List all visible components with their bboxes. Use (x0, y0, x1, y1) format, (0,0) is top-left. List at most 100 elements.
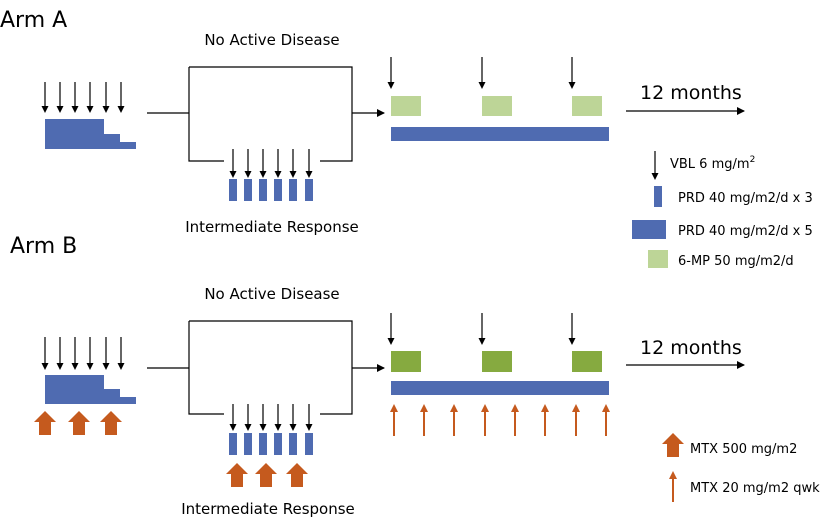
vbl-arrow-icon (229, 149, 237, 178)
mtx500-arrow-icon (34, 411, 56, 435)
arm-b-response-fork (147, 320, 385, 415)
arm-b: Arm B No Active Disease Intermediate Res… (10, 234, 745, 518)
arm-b-induction-vbl-arrows (41, 337, 125, 370)
legend-mtx20-arrow-icon (669, 471, 677, 502)
arm-b-reinduction-vbl-arrows (229, 404, 313, 431)
mtx500-arrow-icon (226, 463, 248, 487)
arm-a: Arm A No Active Disease Intermediate Res… (0, 8, 745, 236)
mtx20-arrow-icon (450, 404, 458, 436)
mtx500-arrow-icon (100, 411, 122, 435)
prd-bar (305, 433, 313, 455)
arm-a-intermediate-response-label: Intermediate Response (185, 218, 359, 236)
vbl-arrow-icon (289, 149, 297, 178)
vbl-arrow-icon (244, 404, 252, 431)
arm-b-maintenance-mtx20-arrows (390, 404, 610, 436)
mtx500-arrow-icon (662, 433, 684, 457)
legend-prd3-swatch (654, 186, 662, 207)
vbl-arrow-icon (229, 404, 237, 431)
arm-b-induction-mtx500-arrows (34, 411, 122, 435)
vbl-arrow-icon (41, 337, 49, 370)
legend-vbl-label-sup: 2 (750, 155, 756, 165)
arm-b-intermediate-response-label: Intermediate Response (181, 500, 355, 518)
arm-b-maintenance-6mp-blocks (391, 351, 602, 372)
legend-6mp-swatch (648, 250, 668, 268)
legend-mtx500-arrow-icon (662, 433, 684, 457)
legend-prd5-swatch (632, 220, 666, 239)
vbl-arrow-icon (478, 57, 486, 89)
vbl-arrow-icon (274, 404, 282, 431)
prd-bar (305, 179, 313, 201)
arm-a-title: Arm A (0, 8, 67, 33)
legend-mtx500: MTX 500 mg/m2 (662, 433, 797, 457)
vbl-arrow-icon (387, 57, 395, 89)
mtx20-arrow-icon (602, 404, 610, 436)
arm-a-induction-vbl-arrows (41, 82, 125, 113)
arm-b-title: Arm B (10, 234, 77, 259)
legend-prd3: PRD 40 mg/m2/d x 3 (654, 186, 813, 207)
arm-a-reinduction-prd-bars (229, 179, 313, 201)
legend-6mp-label: 6-MP 50 mg/m2/d (678, 254, 794, 269)
mtx20-arrow-icon (390, 404, 398, 436)
prd-bar (259, 179, 267, 201)
legend-vbl-label-text: VBL 6 mg/m (670, 157, 750, 172)
mtx20-arrow-icon (481, 404, 489, 436)
arm-a-maintenance-6mp-blocks (391, 96, 602, 116)
vbl-arrow-icon (274, 149, 282, 178)
arm-a-response-fork (147, 66, 385, 162)
vbl-arrow-icon (259, 404, 267, 431)
prd-bar (289, 433, 297, 455)
legend-mtx20-label: MTX 20 mg/m2 qwk (690, 481, 820, 496)
prd-bar (274, 179, 282, 201)
vbl-arrow-icon (102, 337, 110, 370)
prd-bar (244, 179, 252, 201)
prd-bar (229, 179, 237, 201)
arm-a-induction-prd-taper (45, 119, 136, 149)
mtx20-arrow-icon (420, 404, 428, 436)
vbl-arrow-icon (259, 149, 267, 178)
prd-bar (244, 433, 252, 455)
arm-b-reinduction-prd-bars (229, 433, 313, 455)
arm-a-reinduction-vbl-arrows (229, 149, 313, 178)
legend-vbl-label: VBL 6 mg/m2 (670, 155, 755, 172)
mp-block (572, 351, 602, 372)
vbl-arrow-icon (86, 337, 94, 370)
legend-vbl-arrow-icon (651, 151, 659, 180)
arm-b-maintenance-vbl-arrows (387, 313, 576, 345)
legend-prd3-label: PRD 40 mg/m2/d x 3 (678, 191, 813, 206)
mtx20-arrow-icon (541, 404, 549, 436)
legend-mtx500-label: MTX 500 mg/m2 (690, 442, 797, 457)
arm-b-12-months-label: 12 months (640, 337, 742, 359)
legend-prd5: PRD 40 mg/m2/d x 5 (632, 220, 813, 239)
vbl-arrow-icon (71, 82, 79, 113)
vbl-arrow-icon (651, 151, 659, 180)
vbl-arrow-icon (102, 82, 110, 113)
mp-block (572, 96, 602, 116)
mtx20-arrow-icon (511, 404, 519, 436)
vbl-arrow-icon (568, 57, 576, 89)
mtx20-arrow-icon (572, 404, 580, 436)
vbl-arrow-icon (568, 313, 576, 345)
prd-bar (229, 433, 237, 455)
mp-block (482, 351, 512, 372)
vbl-arrow-icon (305, 149, 313, 178)
mtx500-arrow-icon (255, 463, 277, 487)
mp-block (482, 96, 512, 116)
arm-b-reinduction-mtx500-arrows (226, 463, 308, 487)
vbl-arrow-icon (56, 82, 64, 113)
arm-a-maintenance-vbl-arrows (387, 57, 576, 89)
legend-mtx20: MTX 20 mg/m2 qwk (669, 471, 820, 502)
vbl-arrow-icon (86, 82, 94, 113)
vbl-arrow-icon (478, 313, 486, 345)
legend-6mp: 6-MP 50 mg/m2/d (648, 250, 794, 269)
mtx20-arrow-icon (669, 471, 677, 502)
vbl-arrow-icon (305, 404, 313, 431)
vbl-arrow-icon (117, 337, 125, 370)
legend-vbl: VBL 6 mg/m2 (651, 151, 755, 180)
arm-a-maintenance-prd-bar (391, 127, 609, 141)
vbl-arrow-icon (387, 313, 395, 345)
mtx500-arrow-icon (68, 411, 90, 435)
vbl-arrow-icon (71, 337, 79, 370)
prd-bar (289, 179, 297, 201)
vbl-arrow-icon (289, 404, 297, 431)
mp-block (391, 96, 421, 116)
